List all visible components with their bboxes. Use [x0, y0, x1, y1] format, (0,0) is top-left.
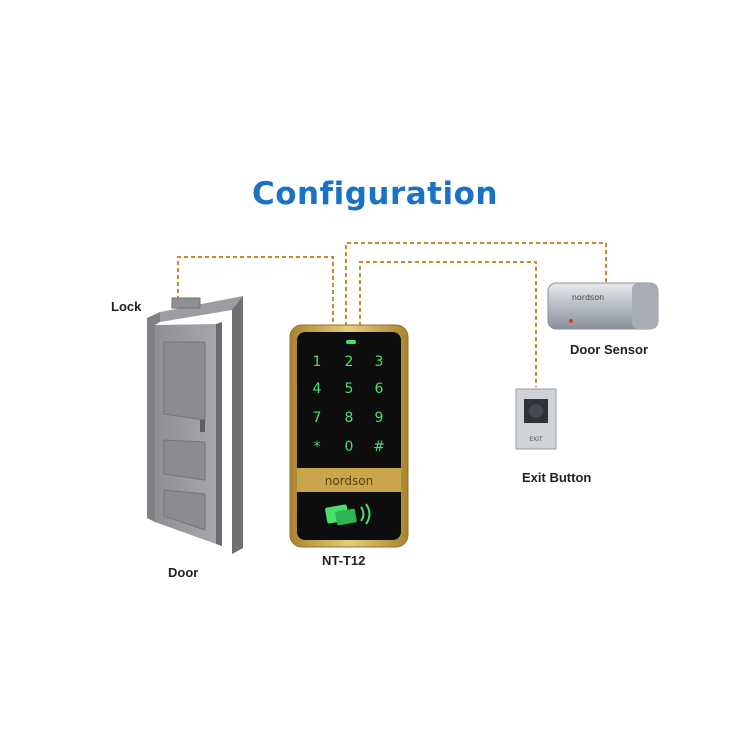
- card-reader-icon: [325, 503, 371, 526]
- wire-exit-button: [359, 261, 537, 387]
- keypad-key: 1: [313, 354, 322, 370]
- keypad-key: 8: [345, 410, 354, 426]
- keypad-key: #: [373, 439, 385, 455]
- device-label: NT-T12: [322, 553, 366, 568]
- keypad-key: 9: [375, 410, 384, 426]
- sensor-brand: nordson: [572, 293, 604, 302]
- exit-button-device: EXIT: [515, 388, 557, 450]
- keypad-brand: nordson: [325, 474, 374, 488]
- wiring: [177, 242, 607, 387]
- wire-door-sensor: [345, 242, 607, 326]
- status-led: [346, 340, 356, 344]
- wire-lock: [177, 256, 334, 326]
- door-sensor-device: nordson: [547, 282, 659, 330]
- keypad-key: 6: [375, 381, 384, 397]
- keypad-key: 5: [345, 381, 354, 397]
- keypad-keys: 1 2 3 4 5 6 7 8 9 * 0 #: [313, 354, 385, 455]
- door-label: Door: [168, 565, 199, 580]
- door-sensor-label: Door Sensor: [570, 342, 649, 357]
- keypad-device: 1 2 3 4 5 6 7 8 9 * 0 # nordson: [289, 324, 409, 548]
- keypad-key: *: [314, 439, 321, 455]
- door-illustration: [147, 296, 243, 554]
- exit-button-label: Exit Button: [522, 470, 592, 485]
- exit-plate-text: EXIT: [529, 436, 543, 443]
- page-title: Configuration: [251, 176, 498, 212]
- lock-label: Lock: [111, 299, 142, 314]
- keypad-key: 4: [313, 381, 322, 397]
- keypad-key: 2: [345, 354, 354, 370]
- keypad-key: 0: [345, 439, 354, 455]
- keypad-key: 3: [375, 354, 384, 370]
- keypad-key: 7: [313, 410, 322, 426]
